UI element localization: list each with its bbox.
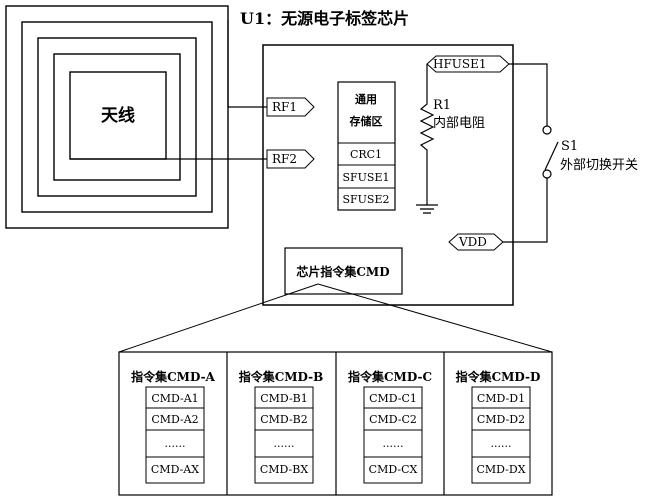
cmd-group-title: 指令集CMD-D — [456, 369, 541, 384]
antenna-leads — [70, 20, 267, 160]
chip-outline — [262, 44, 514, 306]
cmd-item: CMD-C1 — [369, 392, 417, 405]
cmd-group-a: 指令集CMD-A CMD-A1 CMD-A2 ...... CMD-AX — [131, 369, 216, 484]
switch-s1 — [503, 63, 559, 243]
resistor-desc: 内部电阻 — [433, 115, 485, 131]
storage-header-line1: 通用 — [355, 93, 377, 106]
cmd-box: 芯片指令集CMD — [284, 247, 403, 295]
cmd-group-title: 指令集CMD-C — [348, 369, 432, 384]
cmd-item: ...... — [491, 437, 512, 450]
storage-cell: CRC1 — [350, 148, 382, 161]
cmd-item: CMD-B1 — [260, 392, 308, 405]
cmd-item: CMD-B2 — [260, 413, 308, 426]
antenna-label: 天线 — [101, 105, 135, 126]
expansion-lines — [118, 283, 553, 353]
cmd-group-c: 指令集CMD-C CMD-C1 CMD-C2 ...... CMD-CX — [348, 369, 432, 484]
cmd-item: CMD-A1 — [151, 392, 198, 405]
cmd-item: CMD-C2 — [369, 413, 417, 426]
rf2-label: RF2 — [272, 152, 297, 166]
switch-desc: 外部切换开关 — [560, 158, 638, 173]
rf1-port: RF1 — [266, 97, 315, 117]
hfuse1-label: HFUSE1 — [433, 57, 487, 71]
storage-cell: SFUSE2 — [342, 193, 389, 206]
cmd-group-title: 指令集CMD-B — [239, 369, 324, 384]
cmd-item: CMD-DX — [476, 463, 525, 476]
cmd-item: CMD-A2 — [151, 413, 198, 426]
cmd-item: CMD-CX — [369, 463, 418, 476]
cmd-item: CMD-AX — [151, 463, 199, 476]
vdd-label: VDD — [458, 235, 487, 249]
resistor-name: R1 — [433, 98, 451, 113]
cmd-item: CMD-D1 — [477, 392, 525, 405]
vdd-port: VDD — [448, 233, 504, 251]
cmd-item: ...... — [274, 437, 295, 450]
switch-name: S1 — [561, 139, 578, 154]
cmd-group-b: 指令集CMD-B CMD-B1 CMD-B2 ...... CMD-BX — [239, 369, 324, 484]
cmd-item: ...... — [165, 437, 186, 450]
cmd-groups-panel — [118, 351, 553, 496]
rf2-port: RF2 — [266, 149, 315, 169]
cmd-group-title: 指令集CMD-A — [131, 369, 215, 384]
storage-header-line2: 存储区 — [350, 114, 383, 128]
hfuse1-port: HFUSE1 — [426, 55, 510, 73]
ground-symbol — [416, 204, 438, 214]
cmd-item: ...... — [383, 437, 404, 450]
cmd-item: CMD-D2 — [477, 413, 525, 426]
storage-cell: SFUSE1 — [342, 171, 389, 184]
diagram-title: U1：无源电子标签芯片 — [240, 9, 409, 28]
cmd-group-d: 指令集CMD-D CMD-D1 CMD-D2 ...... CMD-DX — [456, 369, 541, 484]
resistor-r1 — [419, 64, 435, 205]
cmd-box-label: 芯片指令集CMD — [296, 264, 389, 279]
storage-block: 通用 存储区 CRC1 SFUSE1 SFUSE2 — [337, 81, 396, 211]
antenna-coil — [5, 5, 229, 229]
rf1-label: RF1 — [272, 100, 297, 114]
cmd-item: CMD-BX — [260, 463, 309, 476]
